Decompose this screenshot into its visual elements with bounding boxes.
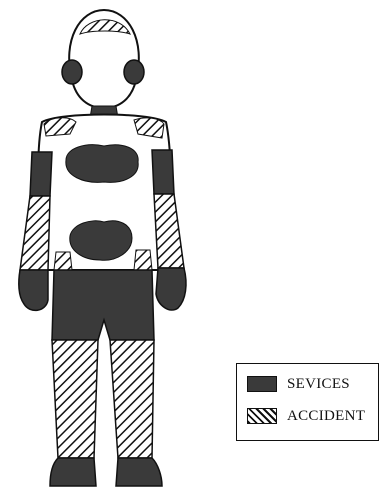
lower-left-torso-accident-region bbox=[54, 252, 72, 270]
lower-right-torso-accident-region bbox=[134, 250, 152, 270]
legend-label-accident: ACCIDENT bbox=[287, 408, 365, 425]
hip-sevices-region bbox=[52, 270, 154, 340]
left-arm bbox=[19, 152, 52, 310]
right-leg-accident-region bbox=[110, 340, 154, 458]
chest-sevices-region bbox=[66, 145, 138, 183]
legend-item-accident: ACCIDENT bbox=[247, 406, 365, 426]
right-arm bbox=[152, 150, 186, 310]
right-hand-sevices-region bbox=[156, 268, 186, 310]
legend-item-sevices: SEVICES bbox=[247, 374, 350, 394]
head bbox=[62, 10, 144, 108]
legend-label-sevices: SEVICES bbox=[287, 376, 350, 393]
left-forearm-accident-region bbox=[20, 196, 50, 270]
left-hand-sevices-region bbox=[19, 270, 48, 310]
right-forearm-accident-region bbox=[154, 194, 184, 268]
legend-box: SEVICES ACCIDENT bbox=[236, 363, 379, 441]
left-foot-sevices-region bbox=[50, 458, 96, 486]
left-ear-sevices-region bbox=[62, 60, 82, 84]
right-upper-arm-sevices-region bbox=[152, 150, 174, 194]
left-leg-accident-region bbox=[52, 340, 98, 458]
right-foot-sevices-region bbox=[116, 458, 162, 486]
abdomen-sevices-region bbox=[70, 221, 132, 260]
solid-swatch-icon bbox=[247, 376, 277, 392]
right-ear-sevices-region bbox=[124, 60, 144, 84]
left-upper-arm-sevices-region bbox=[30, 152, 52, 196]
hatched-swatch-icon bbox=[247, 408, 277, 424]
